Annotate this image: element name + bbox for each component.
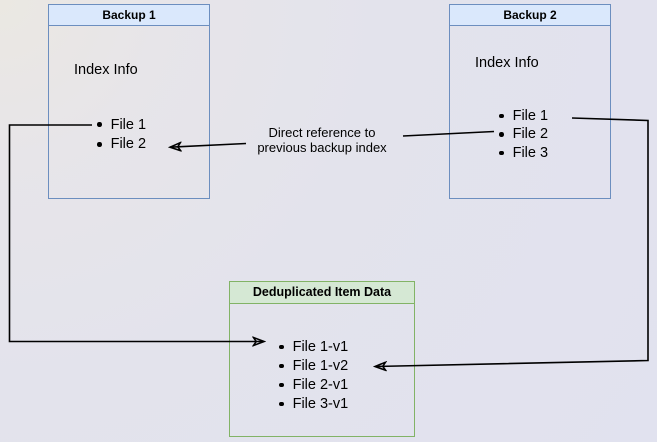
edge-label-line1: Direct reference to bbox=[268, 125, 376, 140]
bullet-icon bbox=[279, 363, 284, 369]
bullet-icon bbox=[97, 141, 102, 147]
bullet-icon bbox=[279, 344, 284, 350]
file-entry: File 1-v1 bbox=[292, 339, 349, 355]
file-entry: File 2 bbox=[110, 136, 147, 153]
bullet-icon bbox=[279, 382, 284, 388]
backup-1-heading: Index Info bbox=[74, 62, 138, 78]
list-item: File 1 bbox=[97, 115, 146, 135]
edge-label-direct-reference: Direct reference to previous backup inde… bbox=[222, 125, 422, 155]
list-item: File 3-v1 bbox=[279, 395, 348, 414]
node-deduplicated-item-data: Deduplicated Item Data bbox=[229, 281, 415, 437]
list-item: File 2 bbox=[499, 125, 548, 144]
node-backup-2: Backup 2 bbox=[449, 4, 611, 199]
file-entry: File 1-v2 bbox=[292, 358, 349, 374]
dedup-file-list: File 1-v1 File 1-v2 File 2-v1 File 3-v1 bbox=[279, 338, 348, 414]
bullet-icon bbox=[97, 122, 102, 128]
node-backup-1-title: Backup 1 bbox=[49, 5, 209, 26]
file-entry: File 1 bbox=[110, 116, 147, 133]
file-entry: File 2-v1 bbox=[292, 377, 349, 393]
list-item: File 1-v2 bbox=[279, 357, 348, 376]
node-dedup-title: Deduplicated Item Data bbox=[230, 282, 414, 304]
node-backup-2-title: Backup 2 bbox=[450, 5, 610, 26]
bullet-icon bbox=[279, 401, 284, 407]
bullet-icon bbox=[499, 132, 504, 137]
list-item: File 2-v1 bbox=[279, 376, 348, 395]
node-backup-1: Backup 1 bbox=[48, 4, 210, 199]
list-item: File 1-v1 bbox=[279, 338, 348, 357]
list-item: File 2 bbox=[97, 135, 146, 155]
file-entry: File 2 bbox=[512, 126, 549, 143]
list-item: File 3 bbox=[499, 144, 548, 163]
list-item: File 1 bbox=[499, 107, 548, 126]
backup-2-file-list: File 1 File 2 File 3 bbox=[499, 107, 548, 163]
edge-label-line2: previous backup index bbox=[257, 140, 387, 155]
file-entry: File 3-v1 bbox=[292, 396, 349, 412]
file-entry: File 1 bbox=[512, 107, 549, 124]
backup-2-heading: Index Info bbox=[475, 55, 539, 71]
bullet-icon bbox=[499, 150, 504, 156]
backup-1-file-list: File 1 File 2 bbox=[97, 115, 146, 154]
file-entry: File 3 bbox=[512, 144, 549, 161]
bullet-icon bbox=[499, 113, 504, 119]
